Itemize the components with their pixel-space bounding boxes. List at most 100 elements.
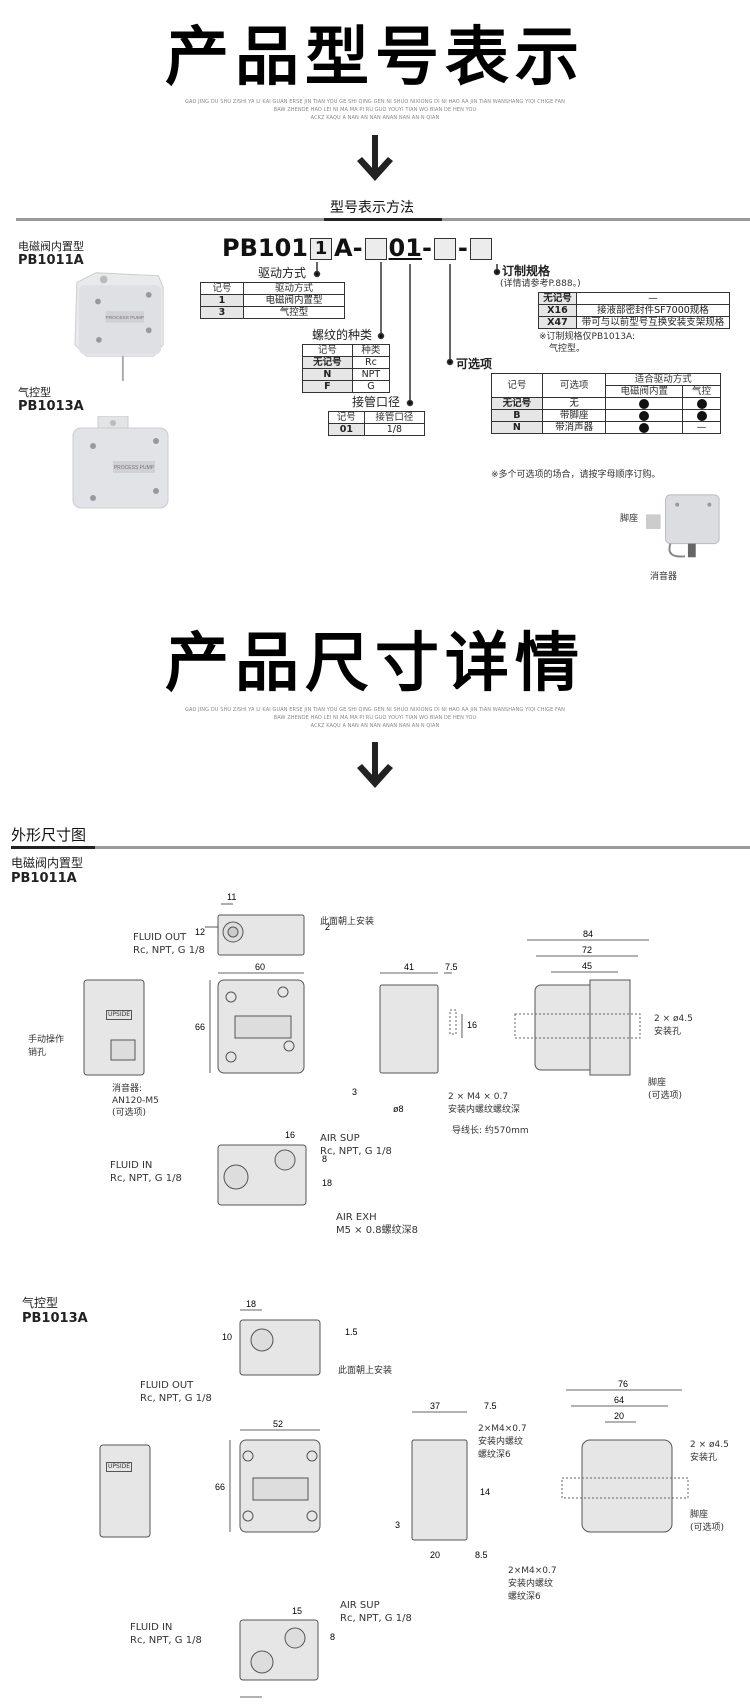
section-divider bbox=[16, 218, 750, 221]
bracket-label: 脚座 bbox=[690, 1510, 709, 1520]
mount-thread-desc: 安装内螺纹 bbox=[508, 1579, 554, 1589]
dim-label: 76 bbox=[618, 1379, 628, 1389]
custom-reference: (详情请参考P.888。) bbox=[500, 279, 581, 289]
table-cell: NPT bbox=[351, 368, 391, 381]
table-cell: 无 bbox=[541, 397, 607, 410]
mount-thread-desc: 安装内螺纹 bbox=[478, 1437, 524, 1447]
dim-label: 41 bbox=[404, 962, 414, 972]
dim-label: 18 bbox=[246, 1300, 256, 1309]
manual-pin-label: 手动操作 bbox=[28, 1035, 65, 1045]
model-dash: - bbox=[457, 234, 468, 262]
model-box-option bbox=[433, 238, 456, 260]
product-model-pb1013a: PB1013A bbox=[18, 399, 84, 414]
table-header: 记号 bbox=[328, 411, 365, 424]
table-header: 适合驱动方式 bbox=[605, 373, 721, 386]
compat-solenoid bbox=[605, 397, 684, 410]
air-sup-label: AIR SUP bbox=[340, 1600, 380, 1611]
product-model-pb1011a: PB1011A bbox=[18, 253, 84, 268]
dim-label: 52 bbox=[273, 1419, 283, 1429]
subtext-line: BAW ZHENDE HAO LEI NI MA MA PI RU GUO YO… bbox=[273, 715, 477, 721]
dim-label: 84 bbox=[583, 929, 593, 939]
bracket-optional: (可选项) bbox=[690, 1523, 725, 1533]
dim-label: 8 bbox=[322, 1154, 327, 1164]
options-table-title: 可选项 bbox=[456, 357, 493, 371]
model-suffix: A bbox=[333, 234, 353, 262]
table-header: 记号 bbox=[491, 373, 543, 398]
table-cell: 1/8 bbox=[363, 423, 426, 436]
down-arrow-icon bbox=[357, 135, 393, 181]
mount-thread-label: 2×M4×0.7 bbox=[508, 1566, 557, 1576]
subtext-line: ACKZ KAQU A NAN AN NAN ANAN NAN AN N QIA… bbox=[310, 115, 440, 121]
subtext-line: GAO JING DU SHU ZISHI YA LI KAI GUAN ERS… bbox=[185, 99, 565, 105]
pump-label-text: PROCESS PUMP bbox=[114, 465, 155, 471]
dim-label: 20 bbox=[614, 1411, 624, 1421]
model-port: 01 bbox=[388, 234, 422, 262]
table-row: 无记号无 bbox=[491, 397, 721, 410]
dim-label: ø8 bbox=[393, 1104, 404, 1114]
table-cell: G bbox=[351, 380, 391, 393]
down-arrow-icon bbox=[357, 742, 393, 788]
pump-photo-pb1013a: PROCESS PUMP bbox=[72, 416, 169, 509]
table-cell: 3 bbox=[200, 306, 244, 319]
model-box-thread bbox=[364, 238, 387, 260]
silencer-optional: (可选项) bbox=[112, 1108, 147, 1118]
bracket-label: 脚座 bbox=[648, 1078, 667, 1088]
table-row: 无记号— bbox=[538, 292, 731, 305]
silencer-label: 消音器: bbox=[112, 1084, 143, 1094]
decorative-subtext: GAO JING DU SHU ZISHI YA LI KAI GUAN ERS… bbox=[150, 98, 600, 122]
dim-label: 20 bbox=[430, 1550, 440, 1560]
dim-label: 72 bbox=[582, 945, 592, 955]
thread-label: Rc, NPT, G 1/8 bbox=[140, 1393, 212, 1404]
table-cell: B bbox=[491, 409, 543, 422]
dim-label: 15 bbox=[292, 1606, 302, 1616]
dim-label: 7.5 bbox=[445, 962, 458, 972]
custom-note: ※订制规格仅PB1013A: bbox=[539, 332, 636, 342]
product-type-air: 气控型 bbox=[18, 386, 51, 399]
dim-label: 3 bbox=[395, 1520, 400, 1530]
dim-label: 66 bbox=[195, 1022, 205, 1032]
dim-label: 60 bbox=[255, 962, 265, 972]
dim-label: 8.5 bbox=[475, 1550, 488, 1560]
table-header: 气控 bbox=[682, 385, 721, 398]
table-cell: 带脚座 bbox=[541, 409, 607, 422]
table-header: 接管口径 bbox=[363, 411, 426, 424]
table-cell: 无记号 bbox=[491, 397, 543, 410]
subtext-line: BAW ZHENDE HAO LEI NI MA MA PI RU GUO YO… bbox=[273, 107, 477, 113]
table-cell: X47 bbox=[538, 316, 577, 329]
table-cell: 无记号 bbox=[302, 356, 353, 369]
table-header: 驱动方式 bbox=[242, 282, 346, 295]
dim-label: 1.5 bbox=[345, 1327, 358, 1337]
upside-mark: UPSIDE bbox=[106, 1010, 132, 1020]
dim-label: 12 bbox=[195, 927, 205, 937]
dim-label: 7.5 bbox=[484, 1401, 497, 1411]
options-note: ※多个可选项的场合，请按字母顺序订购。 bbox=[491, 470, 661, 480]
thread-label: Rc, NPT, G 1/8 bbox=[133, 945, 205, 956]
air-exh-label: AIR EXH bbox=[336, 1212, 377, 1223]
page-title-model: 产品型号表示 bbox=[165, 21, 585, 95]
drawing-pb1013a: 18 10 1.5 52 66 37 7.5 14 3 20 8.5 76 64… bbox=[99, 1300, 689, 1698]
dim-label: 16 bbox=[285, 1130, 295, 1140]
bracket-label: 脚座 bbox=[620, 514, 639, 524]
table-cell: 电磁阀内置型 bbox=[242, 294, 346, 307]
mount-thread-desc: 安装内螺纹螺纹深 bbox=[448, 1105, 521, 1115]
drawing-pb1011a: 11 12 2 60 66 41 7.5 16 3 ø8 84 72 45 16… bbox=[83, 892, 649, 1206]
table-cell: 带可与以前型号互换安装支架规格 bbox=[575, 316, 731, 329]
upside-mark: UPSIDE bbox=[106, 1462, 132, 1472]
mount-face-label: 此面朝上安装 bbox=[338, 1366, 393, 1376]
mount-thread-depth: 螺纹深6 bbox=[478, 1450, 511, 1460]
table-cell: 气控型 bbox=[242, 306, 346, 319]
pump-photo-pb1011a: PROCESS PUMP bbox=[74, 272, 164, 382]
fluid-out-label: FLUID OUT bbox=[133, 932, 187, 943]
table-cell: — bbox=[575, 292, 731, 305]
compatible-dot-icon bbox=[639, 398, 650, 409]
